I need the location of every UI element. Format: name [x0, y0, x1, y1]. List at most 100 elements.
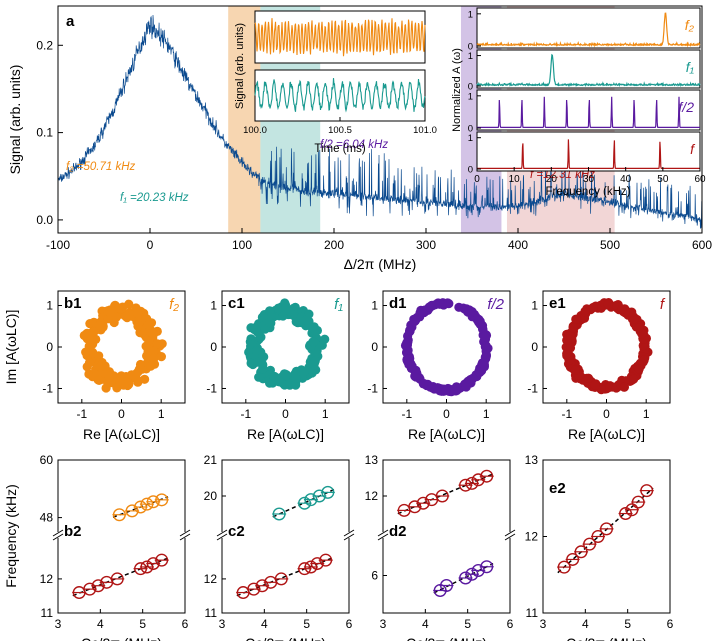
ylabel-row1: Im [A(ωLC)] [3, 310, 19, 385]
axis-break-mark [52, 533, 64, 541]
panel-c2: 202111123456c2Ωc/2π (MHz) [204, 453, 355, 641]
xtick-label-c1: 0 [282, 407, 289, 421]
panel-label-a: a [66, 13, 75, 30]
iq-point [629, 374, 639, 384]
ytick-label-spec: 0 [468, 82, 473, 93]
ytick-label-a: 0.2 [36, 38, 53, 52]
ytick-label-d2: 12 [365, 489, 379, 503]
ytick-label-b1: 0 [46, 340, 53, 354]
ytick-label-spec: 1 [468, 133, 473, 144]
spectrum-label-red: f [690, 141, 696, 157]
xtick-label-time: 101.0 [413, 125, 437, 136]
iq-point [603, 299, 613, 309]
iq-point [135, 359, 146, 370]
iq-point [479, 332, 490, 342]
xlabel-b1: Re [A(ωLC)] [83, 426, 160, 442]
axis-break-gap [54, 532, 62, 538]
iq-point [311, 365, 321, 375]
iq-point [402, 356, 412, 366]
axis-break-gap [345, 532, 353, 538]
iq-point [258, 364, 268, 374]
iq-point [310, 356, 320, 366]
annotation-orange: f₂ =50.71 kHz [66, 161, 136, 173]
iq-point [617, 304, 627, 314]
iq-point [141, 341, 151, 351]
ytick-label-b1: -1 [42, 381, 53, 395]
iq-point [260, 324, 270, 334]
xtick-label-a: 0 [147, 238, 154, 252]
panel-d2: 121363456d2Ωc/2π (MHz) [365, 453, 516, 641]
xtick-label-spec: 50 [657, 174, 669, 185]
ytick-label-b2: 48 [40, 511, 54, 525]
panel-label-d2: d2 [389, 523, 407, 540]
iq-point [143, 320, 153, 330]
xtick-label-b2: 5 [139, 617, 146, 631]
spectrum-purple [477, 96, 700, 128]
xtick-label-a: 500 [600, 238, 620, 252]
xlabel-c2: Ωc/2π (MHz) [245, 635, 326, 641]
xtick-label-d2: 3 [380, 617, 387, 631]
iq-point [105, 307, 115, 318]
ylabel-time: Signal (arb. units) [234, 23, 246, 109]
signal-trace [57, 14, 703, 229]
axes-frame-a [57, 5, 703, 234]
axis-break-gap [506, 532, 514, 538]
iq-point [94, 375, 104, 385]
ytick-label-c2: 12 [204, 572, 218, 586]
axis-break-mark [216, 529, 228, 537]
panel-label-c2: c2 [228, 523, 245, 540]
ylabel-spec: Normalized A (ω) [451, 48, 463, 132]
xtick-label-d1: 0 [443, 407, 450, 421]
ytick-label-c1: 1 [210, 299, 217, 313]
xtick-label-e1: -1 [561, 407, 572, 421]
ytick-label-a: 0.0 [36, 213, 53, 227]
fit-line [272, 488, 335, 518]
xtick-label-c2: 6 [346, 617, 353, 631]
panel-label-b2: b2 [64, 523, 82, 540]
iq-point [115, 376, 125, 386]
ytick-label-c1: 0 [210, 340, 217, 354]
xtick-label-spec: 40 [620, 174, 632, 185]
ylabel-row2: Frequency (kHz) [3, 484, 19, 587]
iq-point [605, 382, 615, 392]
xtick-label-b1: 1 [158, 407, 165, 421]
xtick-label-spec: 30 [583, 174, 595, 185]
ytick-label-spec: 0 [468, 165, 473, 176]
ytick-label-e2: 11 [526, 606, 539, 620]
ytick-label-c2: 20 [204, 489, 218, 503]
xlabel-c1: Re [A(ωLC)] [247, 426, 324, 442]
xtick-label-d1: -1 [401, 407, 412, 421]
iq-point [435, 299, 445, 309]
iq-point [301, 315, 311, 325]
axis-break-gap [181, 532, 189, 538]
iq-point [157, 339, 167, 349]
ytick-label-e1: 0 [531, 340, 538, 354]
iq-point [264, 317, 274, 327]
ytick-label-b1: 1 [46, 299, 53, 313]
iq-point [250, 324, 260, 334]
iq-point [104, 372, 114, 382]
iq-point [84, 358, 95, 368]
iq-point [81, 347, 91, 357]
panel-e2: 1112133456e2Ωc/2π (MHz) [525, 453, 674, 641]
iq-point [291, 317, 301, 327]
ytick-label-e2: 13 [525, 453, 539, 467]
iq-point [95, 362, 105, 372]
ytick-label-d1: 0 [371, 340, 378, 354]
iq-point [149, 354, 159, 364]
iq-point [432, 383, 442, 393]
axis-break-mark [216, 533, 228, 541]
axis-break-mark [504, 533, 516, 541]
iq-point [579, 313, 589, 323]
iq-point [454, 302, 464, 312]
xlabel-b2: Ωc/2π (MHz) [81, 635, 162, 641]
iq-point [411, 372, 421, 382]
iq-point [132, 308, 143, 319]
iq-point [634, 323, 644, 333]
iq-point [570, 365, 581, 375]
iq-point [156, 352, 166, 362]
iq-point [291, 380, 301, 390]
